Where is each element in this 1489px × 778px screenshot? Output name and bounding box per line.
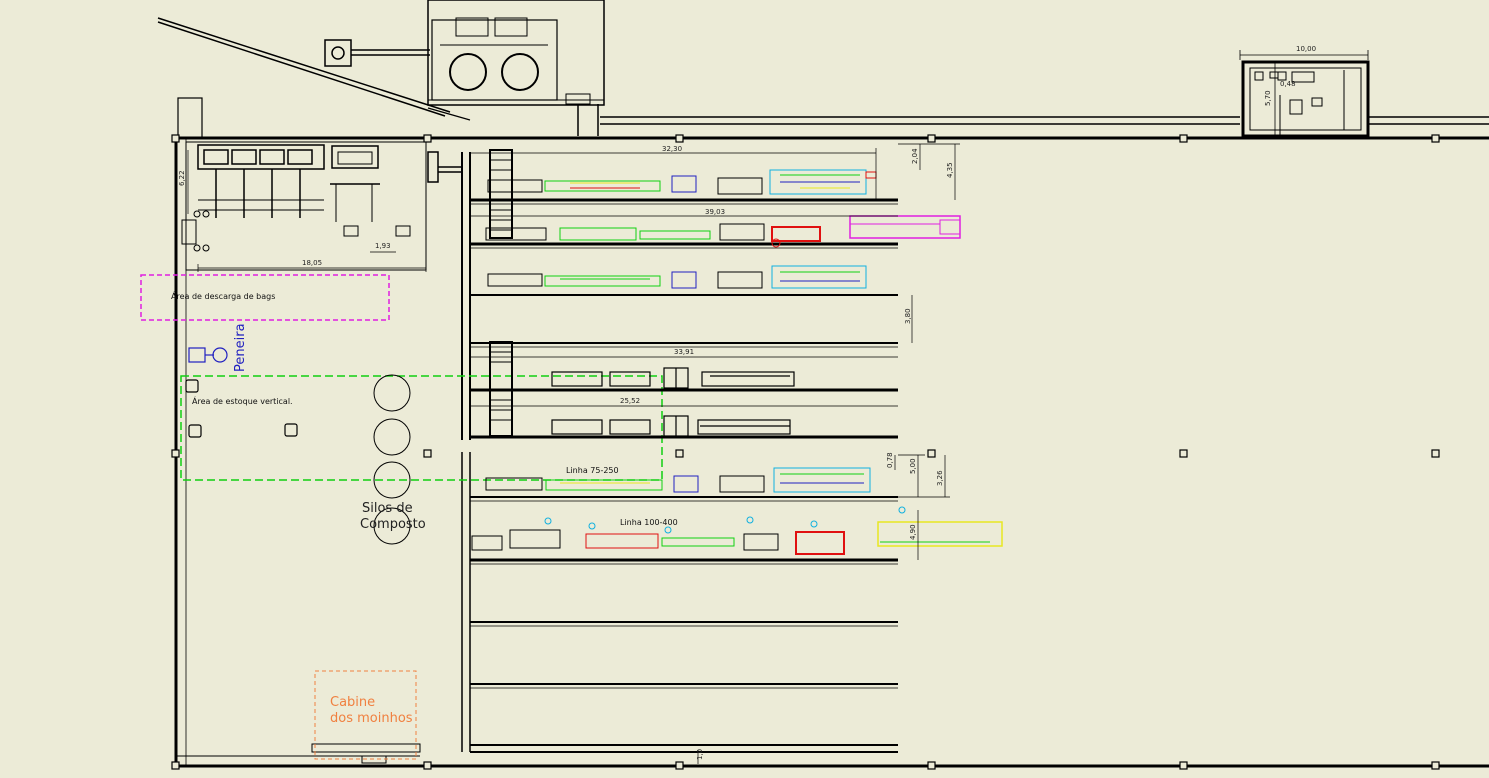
dim-5-00: 5,00 [909, 458, 917, 474]
lane-4-5-equipment [551, 367, 795, 437]
lane-2-equipment [485, 215, 961, 248]
silos-label-1: Silos de [362, 501, 413, 516]
cabine-zone [314, 670, 417, 760]
dim-25-52: 25,52 [620, 397, 640, 405]
dim-0-78: 0,78 [886, 452, 894, 468]
cabine-label-2: dos moinhos [330, 711, 413, 726]
dim-4-35: 4,35 [946, 162, 954, 178]
estoque-pallets [185, 379, 298, 438]
lane-7-equipment [471, 506, 1003, 555]
dim-5-70: 5,70 [1264, 90, 1272, 106]
dim-4-90: 4,90 [909, 524, 917, 540]
peneira-equipment [188, 347, 228, 363]
dim-3-26: 3,26 [936, 470, 944, 486]
lane-dim-lines [470, 143, 960, 764]
lane-1-equipment [487, 169, 877, 195]
dim-18-05: 18,05 [302, 259, 322, 267]
area-estoque-label: Área de estoque vertical. [192, 395, 293, 406]
mill-dims [187, 150, 427, 272]
lane-3-equipment [487, 265, 867, 289]
area-estoque-zone [180, 375, 663, 481]
lane-6-equipment [485, 467, 871, 493]
dim-6-22: 6,22 [178, 170, 186, 186]
peneira-label: Peneira [233, 323, 248, 372]
structural-columns [171, 134, 1440, 770]
linha-100-400-label: Linha 100-400 [620, 518, 678, 527]
dim-0-48: 0,48 [1280, 80, 1296, 88]
dim-1-93: 1,93 [375, 242, 391, 250]
silos-label-2: Composto [360, 517, 426, 532]
cabine-label-1: Cabine [330, 695, 375, 710]
dim-1-0: 1,0 [696, 749, 704, 760]
silos [373, 374, 411, 545]
conveyor-rungs [490, 159, 512, 421]
dim-2-04: 2,04 [911, 148, 919, 164]
linha-75-250-label: Linha 75-250 [566, 466, 619, 475]
building-walls [174, 97, 1489, 768]
dim-33-91: 33,91 [674, 348, 694, 356]
area-descarga-label: Área de descarga de bags [171, 290, 275, 301]
dim-10-00: 10,00 [1296, 45, 1316, 53]
dim-3-80: 3,80 [904, 308, 912, 324]
dim-32-30: 32,30 [662, 145, 682, 153]
dim-39-03: 39,03 [705, 208, 725, 216]
area-descarga-zone [140, 274, 390, 321]
top-structures [157, 0, 1489, 138]
lane-walls [470, 149, 898, 746]
mill-area [181, 141, 462, 271]
